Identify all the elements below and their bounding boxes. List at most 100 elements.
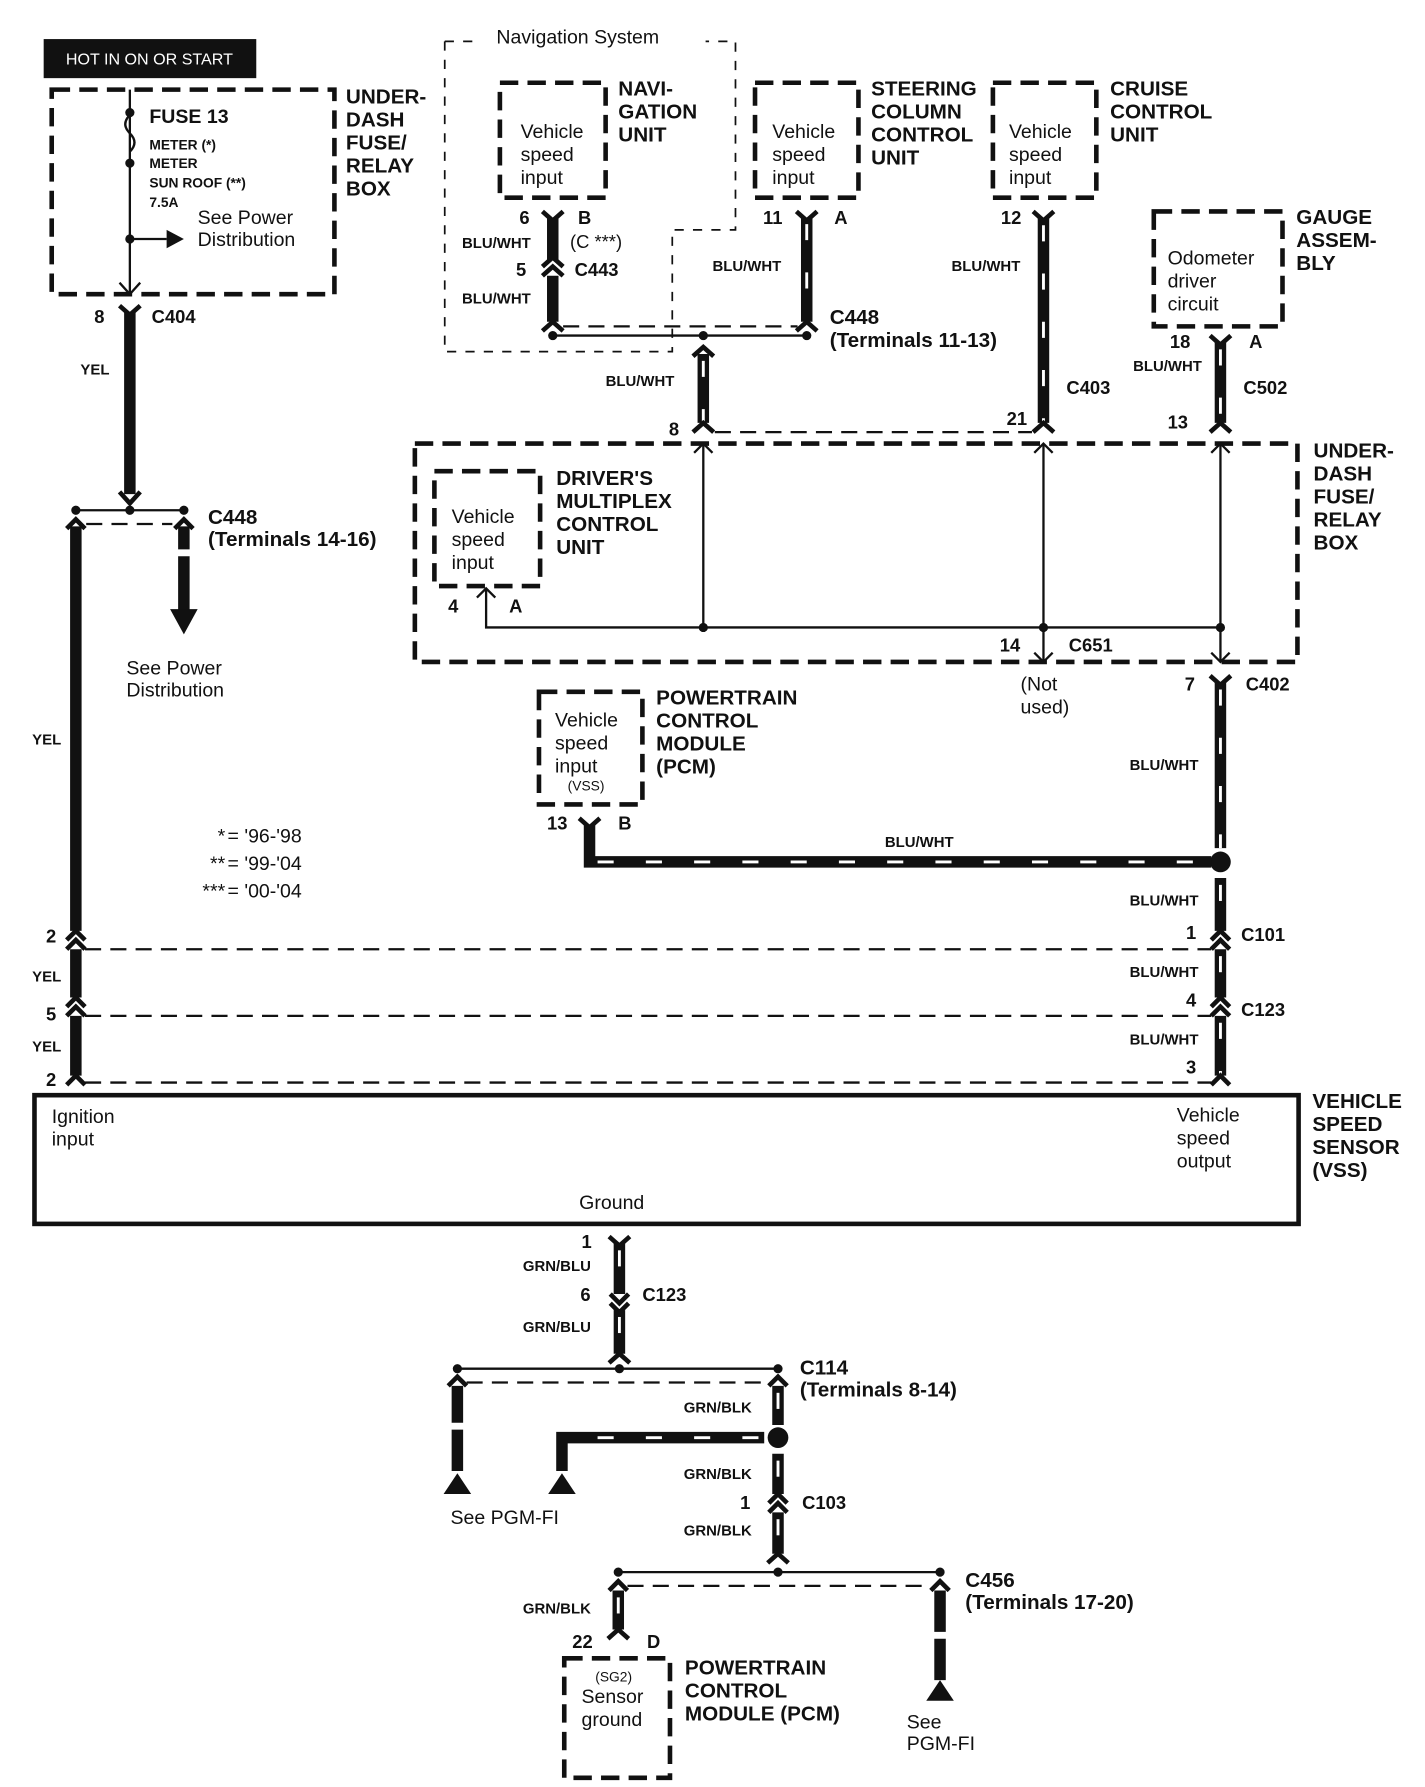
unit-input-label: circuit [1168, 293, 1220, 315]
pin-letter: B [618, 813, 631, 834]
connector-id: C456 [965, 1569, 1014, 1592]
unit-input-label: Vehicle [521, 121, 584, 143]
pin-number: 14 [1000, 635, 1021, 656]
component-title: UNIT [556, 536, 605, 559]
component-title: POWERTRAIN [685, 1656, 826, 1679]
connector-id: C448 [208, 506, 257, 529]
component-title: UNIT [871, 146, 920, 169]
not-used-note: used) [1020, 697, 1069, 719]
wire-color-label: GRN/BLK [684, 1399, 752, 1416]
component-title: MODULE [656, 732, 746, 755]
splice-point [767, 1427, 789, 1448]
wire-color-label: BLU/WHT [1130, 893, 1199, 910]
component-title: BOX [346, 177, 391, 200]
component-title: UNDER- [346, 85, 427, 108]
ground-label: Ground [579, 1192, 644, 1214]
pin-number: 12 [1001, 207, 1021, 228]
component-title: RELAY [346, 154, 414, 177]
unit-input-label: Vehicle [772, 121, 835, 143]
pin-number: 8 [669, 419, 679, 440]
hot-label: HOT IN ON OR START [66, 50, 233, 68]
component-title: CONTROL [1110, 100, 1212, 123]
unit-input-label: input [772, 167, 815, 189]
cruise-control-unit: Vehicle speed input CRUISE CONTROL UNIT … [952, 77, 1212, 434]
pin-number: 18 [1170, 331, 1190, 352]
component-title: ASSEM- [1296, 229, 1377, 252]
unit-input-label: (VSS) [568, 779, 605, 794]
wire-color-label: BLU/WHT [1130, 964, 1199, 981]
component-title: FUSE/ [346, 131, 407, 154]
wire-color-label: YEL [32, 732, 61, 749]
see-pgm-fi-text: See [907, 1711, 942, 1733]
pin-number: 1 [1186, 922, 1196, 943]
component-title: RELAY [1314, 508, 1382, 531]
unit-input-label: (SG2) [595, 1669, 632, 1684]
pin-letter: D [647, 1631, 660, 1652]
pcm-top: Vehicle speed input (VSS) POWERTRAIN CON… [536, 686, 1212, 868]
unit-input-label: speed [452, 529, 505, 551]
underdash-fuse-box-top: FUSE 13 METER (*) METER SUN ROOF (**) 7.… [49, 85, 427, 297]
connector-id: C502 [1243, 377, 1287, 398]
unit-input-label: ground [581, 1709, 642, 1731]
component-title: MULTIPLEX [556, 490, 672, 513]
connector-id: C123 [1241, 999, 1285, 1020]
component-title: UNIT [1110, 123, 1159, 146]
steering-column-unit: Vehicle speed input STEERING COLUMN CONT… [713, 77, 977, 333]
wire-color-label: BLU/WHT [713, 258, 782, 275]
connector-id: C123 [642, 1284, 686, 1305]
unit-input-label: Vehicle [555, 709, 618, 731]
component-title: BLY [1296, 252, 1336, 275]
component-title: CONTROL [871, 123, 973, 146]
unit-input-label: Vehicle [452, 506, 515, 528]
wire-color-label: GRN/BLU [523, 1319, 591, 1336]
unit-input-label: Odometer [1168, 247, 1255, 269]
unit-input-label: input [521, 167, 564, 189]
splice-point [1210, 851, 1231, 873]
pin-number: 8 [94, 306, 104, 327]
wire-color-label: BLU/WHT [1130, 757, 1199, 774]
connector-id: C101 [1241, 924, 1285, 945]
wire-color-label: BLU/WHT [885, 834, 954, 851]
component-title: DRIVER'S [556, 467, 653, 490]
right-blu-wht-wire: BLU/WHT BLU/WHT 1 C101 BLU/WHT 4 C123 BL… [1130, 674, 1285, 1087]
component-title: (PCM) [656, 755, 716, 778]
variant-note: (C ***) [570, 231, 622, 252]
unit-input-label: Sensor [581, 1686, 643, 1708]
connector-id: C448 [830, 306, 879, 329]
see-power-text: Distribution [198, 229, 296, 251]
see-power-text: Distribution [126, 679, 224, 701]
legend: * = '96-'98 ** = '99-'04 *** = '00-'04 [202, 825, 301, 902]
component-title: FUSE/ [1314, 485, 1375, 508]
pin-number: 2 [46, 1069, 56, 1090]
pin-number: 4 [448, 596, 459, 617]
fuse-rating: 7.5A [149, 195, 178, 210]
pin-number: 13 [1168, 412, 1188, 433]
connector-terminals: (Terminals 8-14) [800, 1378, 957, 1401]
speed-output-label: output [1177, 1151, 1232, 1173]
unit-input-label: driver [1168, 270, 1217, 292]
ground-path: 1 GRN/BLU 6 C123 GRN/BLU C114 (Terminals… [443, 1231, 1134, 1755]
pin-letter: A [509, 596, 522, 617]
pin-letter: A [834, 207, 847, 228]
component-title: (VSS) [1312, 1159, 1367, 1182]
component-title: DASH [346, 108, 405, 131]
fuse-line: METER (*) [149, 137, 216, 152]
c404-connector: 8 C404 YEL [80, 303, 196, 495]
see-pgm-fi-text: See PGM-FI [450, 1507, 558, 1529]
connector-terminals: (Terminals 11-13) [830, 329, 997, 352]
see-power-text: See Power [198, 207, 294, 229]
pin-number: 22 [572, 1631, 592, 1652]
ground-triangle-icon [443, 1473, 472, 1494]
pin-number: 13 [547, 813, 567, 834]
wire-color-label: BLU/WHT [952, 258, 1021, 275]
unit-input-label: speed [772, 144, 825, 166]
wire-color-label: YEL [32, 968, 61, 985]
fuse-name: FUSE 13 [149, 106, 228, 128]
component-title: BOX [1314, 531, 1359, 554]
pin-number: 2 [46, 925, 56, 946]
component-title: CRUISE [1110, 77, 1188, 100]
pin-number: 5 [516, 259, 526, 280]
component-title: GAUGE [1296, 206, 1372, 229]
fuse-icon [124, 114, 136, 153]
